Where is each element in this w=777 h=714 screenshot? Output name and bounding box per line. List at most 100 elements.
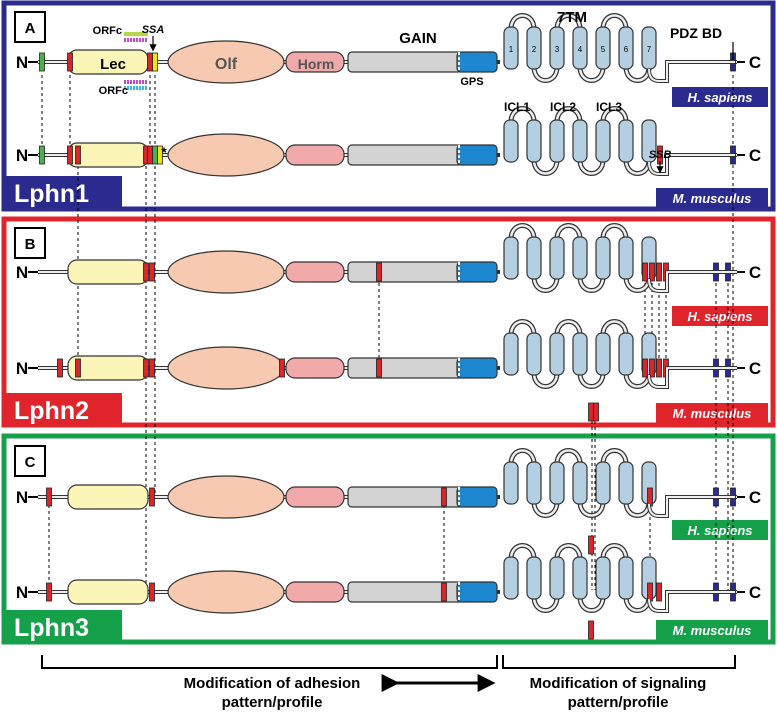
horm-domain xyxy=(285,261,345,283)
tm-helix-6 xyxy=(618,332,634,376)
horm-label: Horm xyxy=(298,56,335,72)
tm-number-2: 2 xyxy=(532,45,537,54)
svg-text:M. musculus: M. musculus xyxy=(673,406,752,421)
pdz-bd-label: PDZ BD xyxy=(670,25,722,41)
tm-helix-2 xyxy=(526,332,542,376)
svg-text:C: C xyxy=(25,454,36,471)
exon-marker xyxy=(642,262,648,282)
exon-marker xyxy=(75,145,81,165)
tm-helix-1 xyxy=(503,556,519,600)
ssb-label: SSB xyxy=(649,149,672,161)
species-tag-lphn1-human: H. sapiens xyxy=(672,87,768,107)
olf-domain xyxy=(167,475,285,519)
gps-domain xyxy=(456,486,498,508)
tm-number-1: 1 xyxy=(509,45,514,54)
n-terminus-label: N xyxy=(16,583,28,602)
tm-helix-4 xyxy=(572,26,588,70)
tm-helix-5 xyxy=(595,332,611,376)
tm-helix-6 xyxy=(618,26,634,70)
icl2-label: ICL2 xyxy=(550,100,576,114)
tm-number-3: 3 xyxy=(555,45,560,54)
exon-marker xyxy=(649,262,655,282)
exon-marker xyxy=(147,145,153,165)
gain-domain xyxy=(347,51,463,73)
tm-helix-4 xyxy=(572,119,588,163)
gps-domain xyxy=(456,144,498,166)
species-tag-lphn2-human: H. sapiens xyxy=(672,306,768,326)
exon-marker xyxy=(149,487,155,507)
yellow-exon xyxy=(157,145,163,165)
n-terminus-label: N xyxy=(16,146,28,165)
tm-helix-2 xyxy=(526,461,542,505)
n-terminus-label: N xyxy=(16,488,28,507)
gain-domain xyxy=(347,144,463,166)
svg-text:H. sapiens: H. sapiens xyxy=(687,523,752,538)
exon-marker xyxy=(376,358,382,378)
olf-domain xyxy=(167,133,285,177)
lec-domain xyxy=(67,579,149,605)
orfc-bottom-label: ORFc xyxy=(99,85,128,97)
svg-text:H. sapiens: H. sapiens xyxy=(687,90,752,105)
exon-marker xyxy=(441,487,447,507)
orfc-brackets xyxy=(124,32,148,90)
c-terminus-label: C xyxy=(749,583,761,602)
tm-helix-4 xyxy=(572,332,588,376)
gain-domain xyxy=(347,261,463,283)
horm-domain xyxy=(285,357,345,379)
lec-domain xyxy=(67,484,149,510)
tm-helix-1 xyxy=(503,461,519,505)
exon-marker xyxy=(57,358,63,378)
ssa-label: SSA xyxy=(142,24,165,36)
footer-brackets xyxy=(41,655,736,669)
exon-marker xyxy=(441,582,447,602)
panel-name-lphn3: Lphn3 xyxy=(4,610,122,643)
tm-helix-3 xyxy=(549,236,565,280)
c-terminus-label: C xyxy=(749,146,761,165)
svg-text:M. musculus: M. musculus xyxy=(673,191,752,206)
tm-helix-6 xyxy=(618,119,634,163)
footer-left-line2: pattern/profile xyxy=(222,694,323,711)
icl3-label: ICL3 xyxy=(596,100,622,114)
tm-helix-1 xyxy=(503,236,519,280)
exon-marker xyxy=(279,358,285,378)
c-terminus-label: C xyxy=(749,488,761,507)
c-terminus-label: C xyxy=(749,359,761,378)
svg-text:Lphn2: Lphn2 xyxy=(14,397,89,425)
panel-letter-c: C xyxy=(14,445,46,477)
panel-letter-b: B xyxy=(14,227,46,259)
tm-helix-1 xyxy=(503,119,519,163)
tm-helix-4 xyxy=(572,236,588,280)
exon-marker xyxy=(376,262,382,282)
ssa-exon xyxy=(152,52,158,72)
olf-domain xyxy=(167,570,285,614)
tm-helix-1 xyxy=(503,332,519,376)
tm-helix-6 xyxy=(618,461,634,505)
n-terminus-label: N xyxy=(16,263,28,282)
exon-marker xyxy=(67,145,73,165)
star-marker: * xyxy=(161,144,167,160)
exon-marker xyxy=(149,262,155,282)
svg-text:B: B xyxy=(25,236,36,253)
tm-helix-3 xyxy=(549,461,565,505)
tm-helix-2 xyxy=(526,236,542,280)
exon-marker xyxy=(656,358,662,378)
gain-label: GAIN xyxy=(399,30,437,47)
gain-domain xyxy=(347,357,463,379)
species-tag-lphn3-human: H. sapiens xyxy=(672,520,768,540)
exon-marker xyxy=(75,358,81,378)
tm-helix-4 xyxy=(572,461,588,505)
svg-text:H. sapiens: H. sapiens xyxy=(687,309,752,324)
exon-marker xyxy=(647,487,653,507)
tm-number-7: 7 xyxy=(647,45,652,54)
exon-marker xyxy=(649,358,655,378)
panel-frame-c xyxy=(1,433,776,645)
exon-marker xyxy=(149,582,155,602)
lec-label: Lec xyxy=(100,56,126,73)
horm-domain xyxy=(285,51,345,73)
tm-helix-3 xyxy=(549,119,565,163)
olf-domain xyxy=(167,346,285,390)
